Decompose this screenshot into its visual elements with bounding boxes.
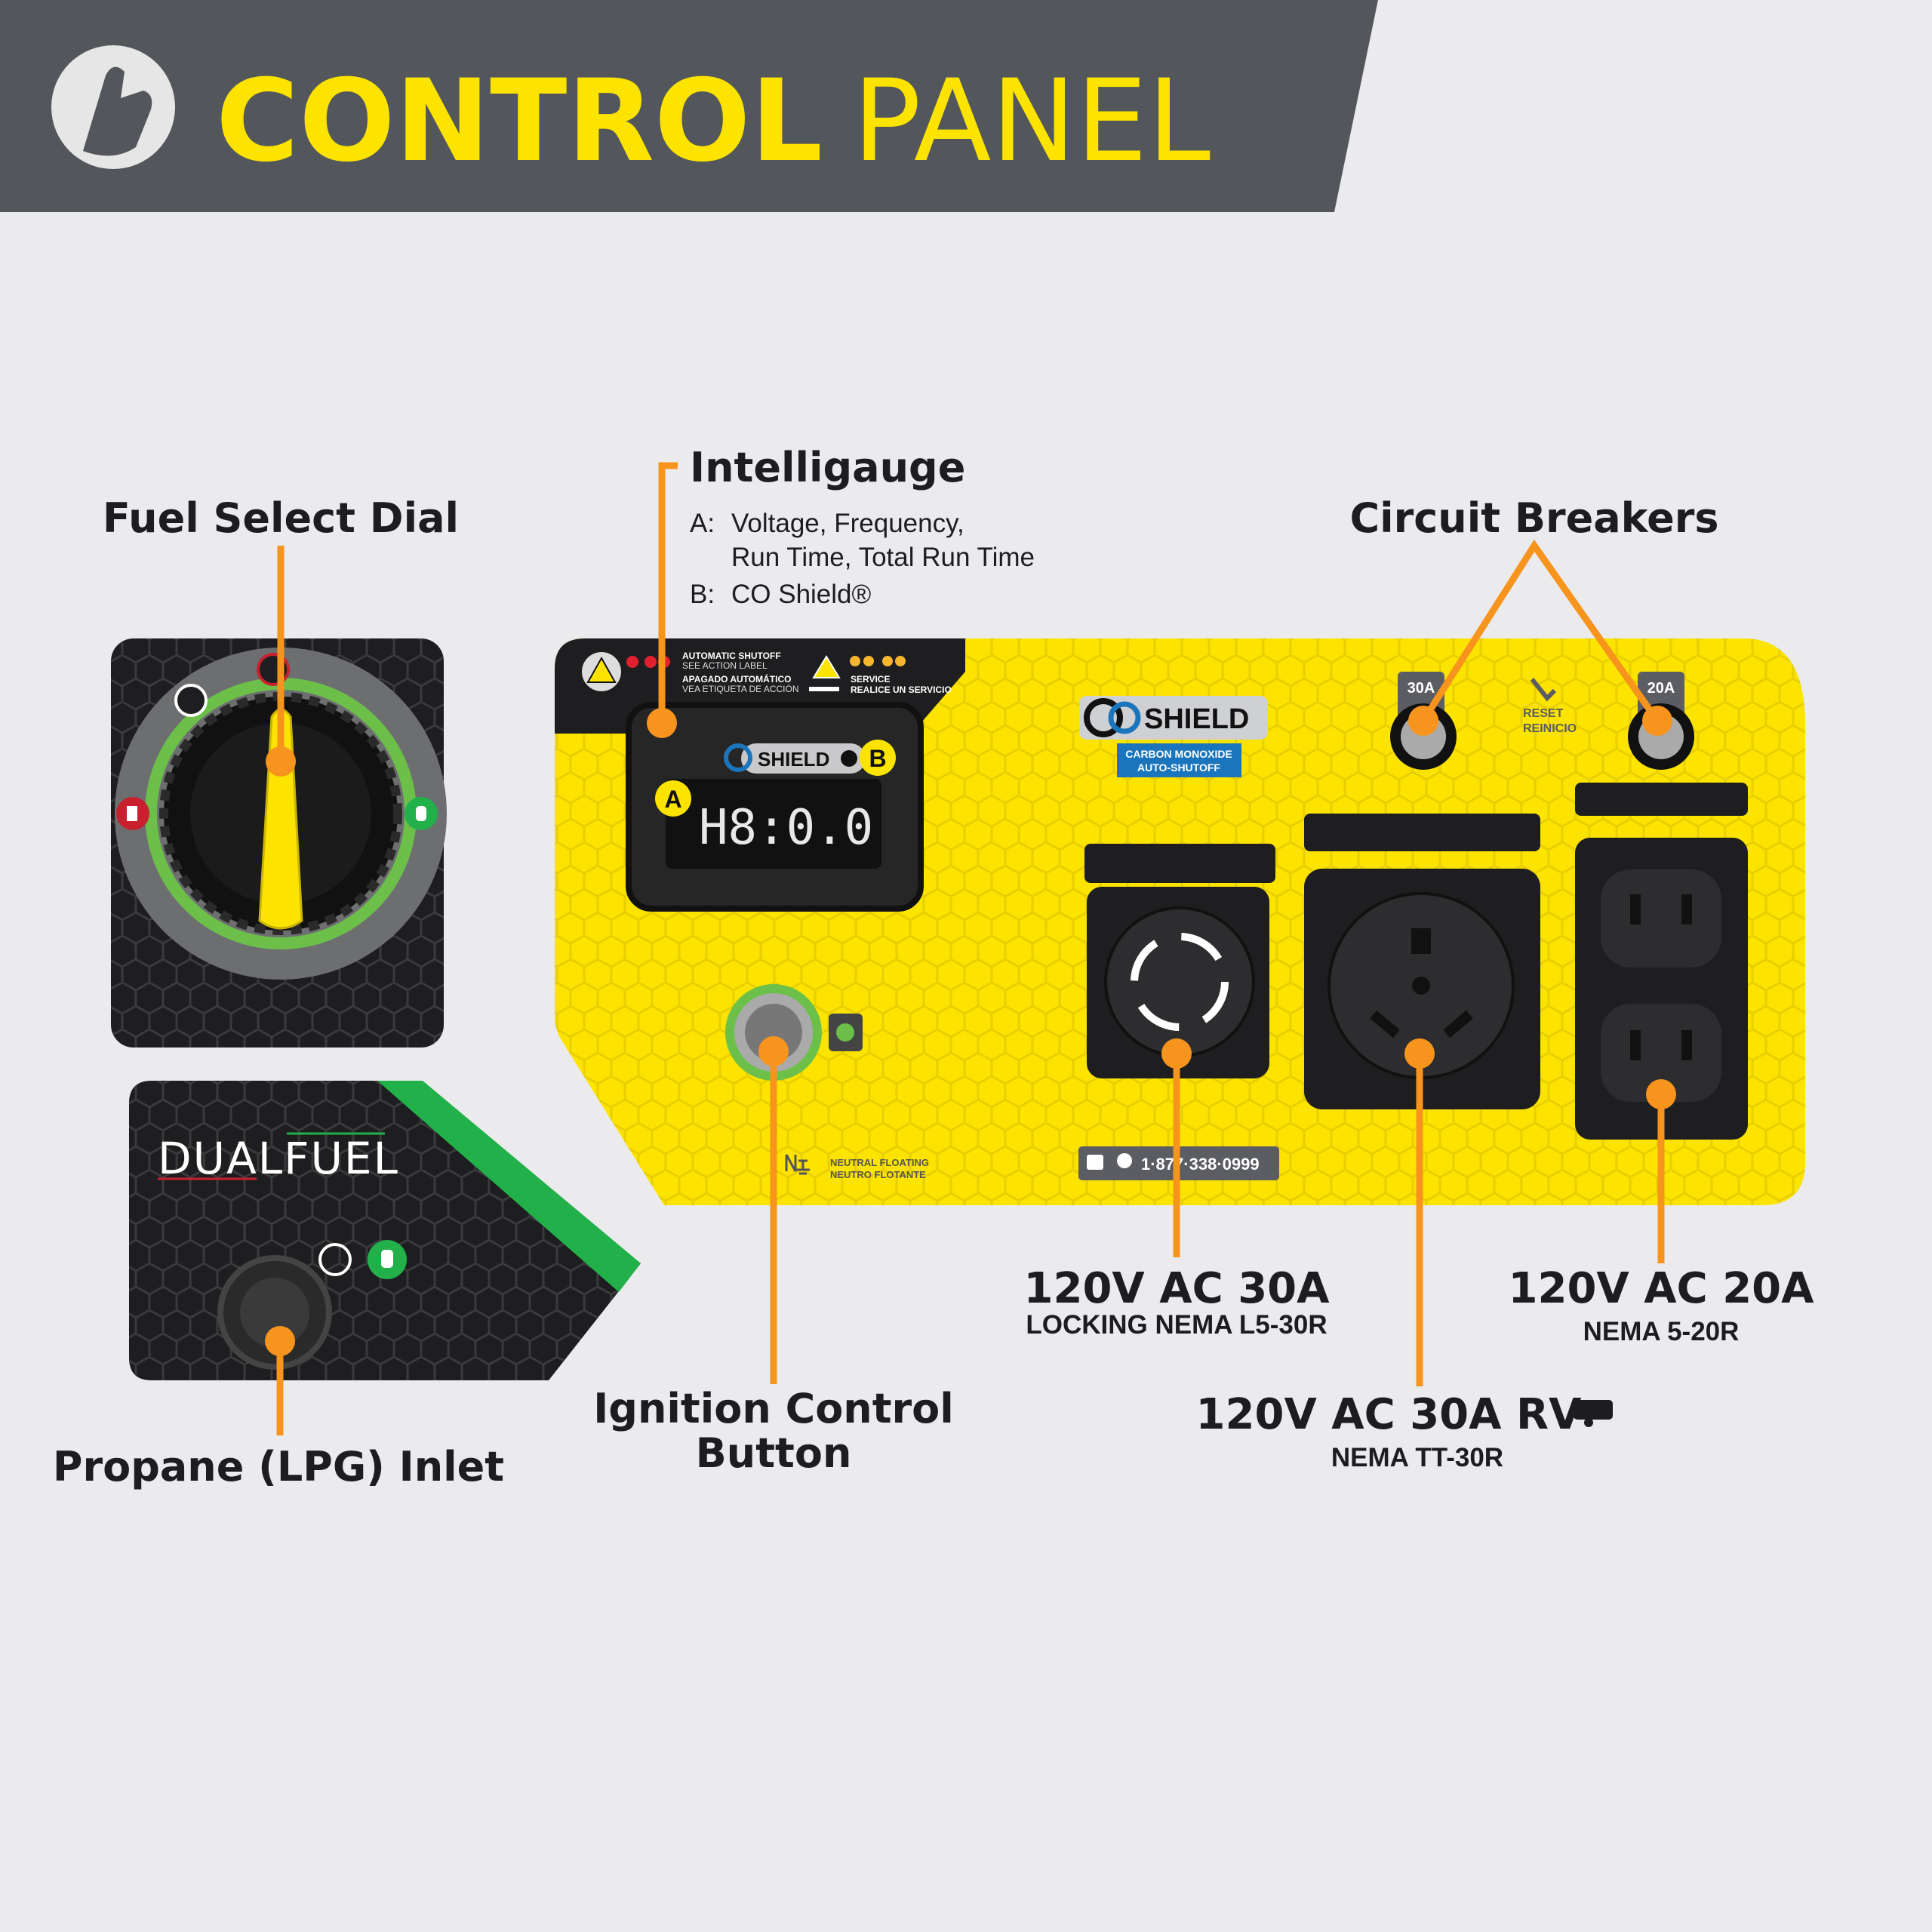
shutoff-led <box>626 656 638 668</box>
service-warning-icon <box>812 655 841 678</box>
intelligauge-a-desc: Run Time, Total Run Time <box>731 543 1035 572</box>
co-shield-text: SHIELD <box>758 748 829 771</box>
neutral-ground-icon <box>785 1154 810 1175</box>
intelligauge-label: Intelligauge <box>690 444 965 491</box>
engine-warning-icon <box>582 652 621 691</box>
breaker-30a-label: 30A <box>1407 680 1435 697</box>
hand-pointer-icon <box>51 45 175 169</box>
outlet-tt-30r-label: 120V AC 30A RV <box>1196 1390 1583 1439</box>
shutoff-text: VEA ETIQUETA DE ACCIÓN <box>682 683 798 694</box>
badge-a-label: A <box>664 786 681 813</box>
co-shield-logo-text: SHIELD <box>1144 703 1249 735</box>
header-banner: CONTROL PANEL <box>0 0 1378 212</box>
neutral-text: NEUTRO FLOTANTE <box>830 1169 926 1180</box>
fuel-select-dial-panel <box>111 638 447 1048</box>
badge-b-label: B <box>869 745 886 772</box>
badge-a <box>655 780 691 817</box>
phone-number: 1·877·338·0999 <box>1141 1155 1260 1174</box>
neutral-text: NEUTRAL FLOATING <box>830 1157 929 1168</box>
intelligauge-display: SHIELD B H8:0.0 A <box>626 702 924 912</box>
rv-trailer-icon <box>1574 1400 1613 1427</box>
co-shield-caption: AUTO-SHUTOFF <box>1137 761 1220 774</box>
dualfuel-logo: DUALFUEL <box>158 1133 399 1184</box>
service-text: SERVICE <box>851 674 890 685</box>
shutoff-text: AUTOMATIC SHUTOFF <box>682 651 781 661</box>
propane-inlet-panel: DUALFUEL <box>129 1081 641 1380</box>
shutoff-text: SEE ACTION LABEL <box>682 660 768 671</box>
outlet-l5-30r[interactable] <box>1084 844 1275 1078</box>
ignition-label: Ignition Control <box>593 1385 954 1432</box>
intelligauge-b-desc: CO Shield® <box>731 580 872 609</box>
main-outlet-panel: AUTOMATIC SHUTOFF SEE ACTION LABEL APAGA… <box>555 638 1805 1205</box>
outlet-tt-30r-sub: NEMA TT-30R <box>1331 1443 1503 1472</box>
intelligauge-a-key: A: <box>690 509 715 538</box>
gauge-icon <box>318 1243 352 1276</box>
intelligauge-b-key: B: <box>690 580 715 609</box>
reset-icon <box>1530 678 1557 702</box>
support-agent-icon <box>1117 1153 1132 1168</box>
fuel-select-dial-label: Fuel Select Dial <box>103 494 459 542</box>
wrench-icon <box>809 687 839 691</box>
co-sensor <box>841 750 857 767</box>
callout-leaders <box>265 462 1676 1435</box>
shutoff-led <box>645 656 657 668</box>
circuit-breakers-label: Circuit Breakers <box>1349 494 1718 542</box>
display-readout: H8:0.0 <box>699 800 873 856</box>
reset-text: RESET <box>1523 707 1564 720</box>
propane-inlet[interactable] <box>217 1255 332 1370</box>
propane-inlet-label: Propane (LPG) Inlet <box>53 1443 504 1491</box>
outlet-l5-30r-label: 120V AC 30A <box>1024 1264 1331 1313</box>
outlet-tt-30r[interactable] <box>1304 814 1540 1109</box>
badge-b <box>860 740 896 776</box>
page-title-bold: CONTROL <box>216 56 823 187</box>
shutoff-text: APAGADO AUTOMÁTICO <box>682 673 791 685</box>
off-icon <box>174 684 208 717</box>
co-shield-badge <box>741 743 866 774</box>
breaker-20a-label: 20A <box>1647 680 1675 697</box>
outlet-l5-30r-sub: LOCKING NEMA L5-30R <box>1026 1310 1327 1340</box>
intelligauge-a-desc: Voltage, Frequency, <box>731 509 964 538</box>
outlet-5-20r[interactable] <box>1575 783 1748 1140</box>
co-shield-logo: SHIELD CARBON MONOXIDE AUTO-SHUTOFF <box>1079 696 1268 777</box>
outlet-5-20r-sub: NEMA 5-20R <box>1583 1317 1740 1346</box>
outlet-5-20r-label: 120V AC 20A <box>1509 1264 1815 1313</box>
co-shield-caption: CARBON MONOXIDE <box>1125 748 1232 760</box>
page-title-light: PANEL <box>853 56 1211 187</box>
ignition-label: Button <box>696 1429 852 1477</box>
reset-text: REINICIO <box>1523 722 1577 735</box>
service-text: REALICE UN SERVICIO <box>851 685 952 695</box>
help-icon <box>1087 1155 1103 1170</box>
